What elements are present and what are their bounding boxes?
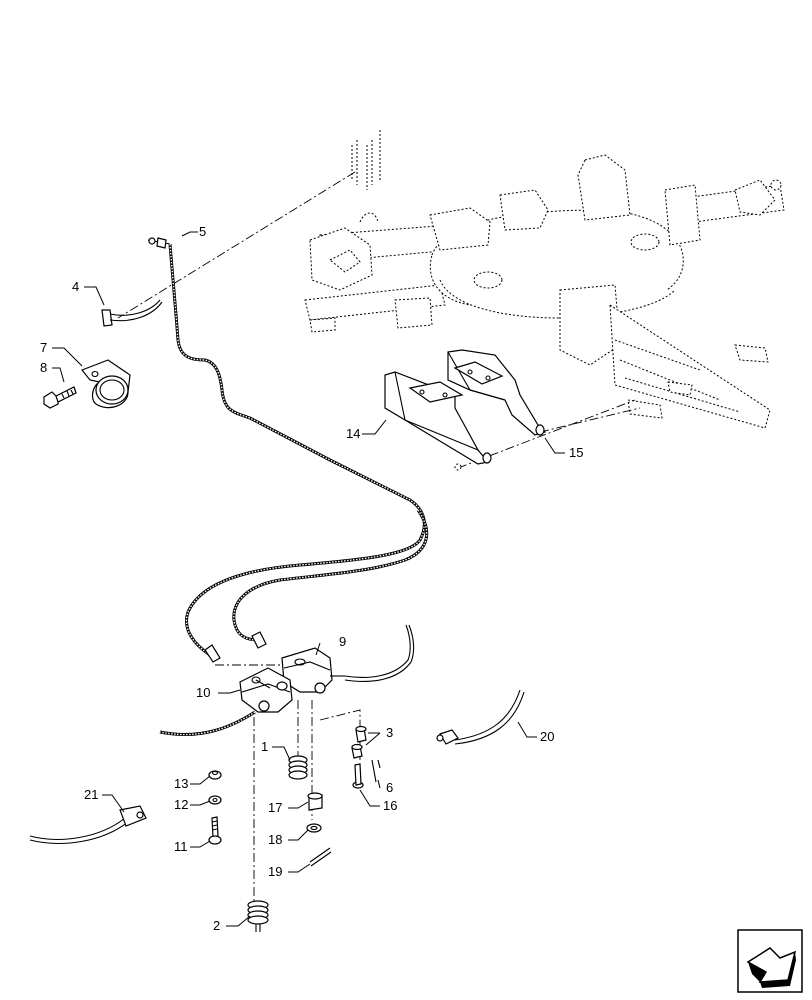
bracket-left-14 <box>384 371 492 471</box>
callout-7: 7 <box>40 340 47 355</box>
nut-13 <box>208 770 222 780</box>
callout-1: 1 <box>261 739 268 754</box>
assembly-lines <box>117 171 641 905</box>
callout-2: 2 <box>213 918 220 933</box>
callout-10: 10 <box>196 685 210 700</box>
callout-20: 20 <box>540 729 554 744</box>
callout-13: 13 <box>174 776 188 791</box>
spring-1 <box>288 755 308 780</box>
callout-11: 11 <box>174 839 188 854</box>
callout-16: 16 <box>383 798 397 813</box>
callout-18: 18 <box>268 832 282 847</box>
leader-lines <box>52 231 565 927</box>
callout-21: 21 <box>84 787 98 802</box>
washer-12 <box>208 795 222 805</box>
anchor-box-10 <box>239 667 293 713</box>
rod-20 <box>436 689 525 745</box>
callout-4: 4 <box>72 279 79 294</box>
screw-11 <box>208 816 222 845</box>
rod-21 <box>29 805 147 844</box>
bolt-8 <box>43 386 77 409</box>
callout-5: 5 <box>199 224 206 239</box>
callout-14: 14 <box>346 426 360 441</box>
cable-right <box>344 624 415 682</box>
callout-6: 6 <box>386 780 393 795</box>
bolt-16 <box>352 763 364 789</box>
spring-2 <box>247 900 269 932</box>
callout-19: 19 <box>268 864 282 879</box>
pin-19 <box>309 847 332 867</box>
next-page-arrow-icon[interactable] <box>737 929 803 993</box>
control-cable <box>168 243 429 663</box>
callout-9: 9 <box>339 634 346 649</box>
callout-3: 3 <box>386 725 393 740</box>
callout-12: 12 <box>174 797 188 812</box>
clamp-7 <box>81 359 131 409</box>
spacer-17 <box>307 792 323 811</box>
bracket-right-15 <box>447 349 547 436</box>
callout-17: 17 <box>268 800 282 815</box>
cable-clip-5 <box>147 237 171 249</box>
callout-8: 8 <box>40 360 47 375</box>
anchor-box-9 <box>281 647 345 694</box>
pin-6 <box>371 759 381 783</box>
cable-left <box>159 710 256 736</box>
bushings-3 <box>351 725 367 759</box>
callout-15: 15 <box>569 445 583 460</box>
cable-tie-4 <box>101 299 163 327</box>
washer-18 <box>306 823 322 833</box>
callouts: 5 4 7 8 14 15 9 10 1 3 6 16 13 12 11 17 … <box>40 224 583 933</box>
header-frame-ghost <box>304 130 785 429</box>
